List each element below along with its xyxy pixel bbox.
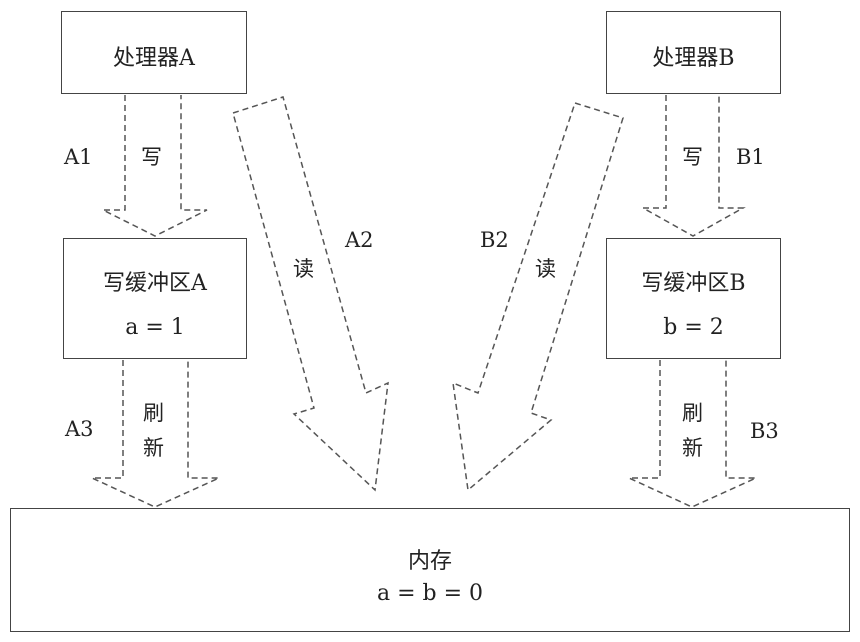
step-b1-action: 写: [682, 145, 703, 169]
arrow-a1-write: [102, 95, 208, 237]
step-a2-label: A2: [345, 228, 374, 252]
step-a1-label: A1: [64, 145, 93, 169]
memory-value: a = b = 0: [376, 581, 484, 606]
step-b3-action-line1: 刷: [682, 401, 703, 425]
processor-b-box: 处理器B: [606, 11, 781, 94]
memory-box: 内存 a = b = 0: [10, 508, 850, 632]
step-a3-action-line1: 刷: [143, 401, 164, 425]
step-b3-action-line2: 新: [682, 436, 703, 460]
write-buffer-a-box: 写缓冲区A a = 1: [63, 238, 247, 359]
step-a1-action: 写: [141, 145, 162, 169]
arrow-a3-flush: [91, 360, 220, 508]
arrow-b3-flush: [628, 360, 757, 508]
step-b1-label: B1: [736, 145, 765, 169]
write-buffer-a-label: 写缓冲区A: [103, 271, 207, 296]
processor-b-label: 处理器B: [652, 46, 735, 71]
arrow-a2-read: [232, 96, 389, 492]
write-buffer-b-value: b = 2: [663, 315, 724, 340]
step-a2-action: 读: [293, 257, 314, 281]
step-b2-action: 读: [535, 257, 556, 281]
step-a3-action-line2: 新: [143, 436, 164, 460]
write-buffer-b-box: 写缓冲区B b = 2: [606, 238, 781, 359]
step-b3-label: B3: [750, 419, 779, 443]
arrow-b2-read: [452, 102, 624, 492]
processor-a-box: 处理器A: [61, 11, 247, 94]
arrow-b1-write: [640, 95, 746, 237]
memory-label: 内存: [407, 549, 452, 574]
processor-a-label: 处理器A: [113, 46, 195, 71]
step-b2-label: B2: [480, 228, 509, 252]
write-buffer-b-label: 写缓冲区B: [641, 271, 746, 296]
write-buffer-a-value: a = 1: [125, 315, 185, 340]
step-a3-label: A3: [65, 417, 94, 441]
